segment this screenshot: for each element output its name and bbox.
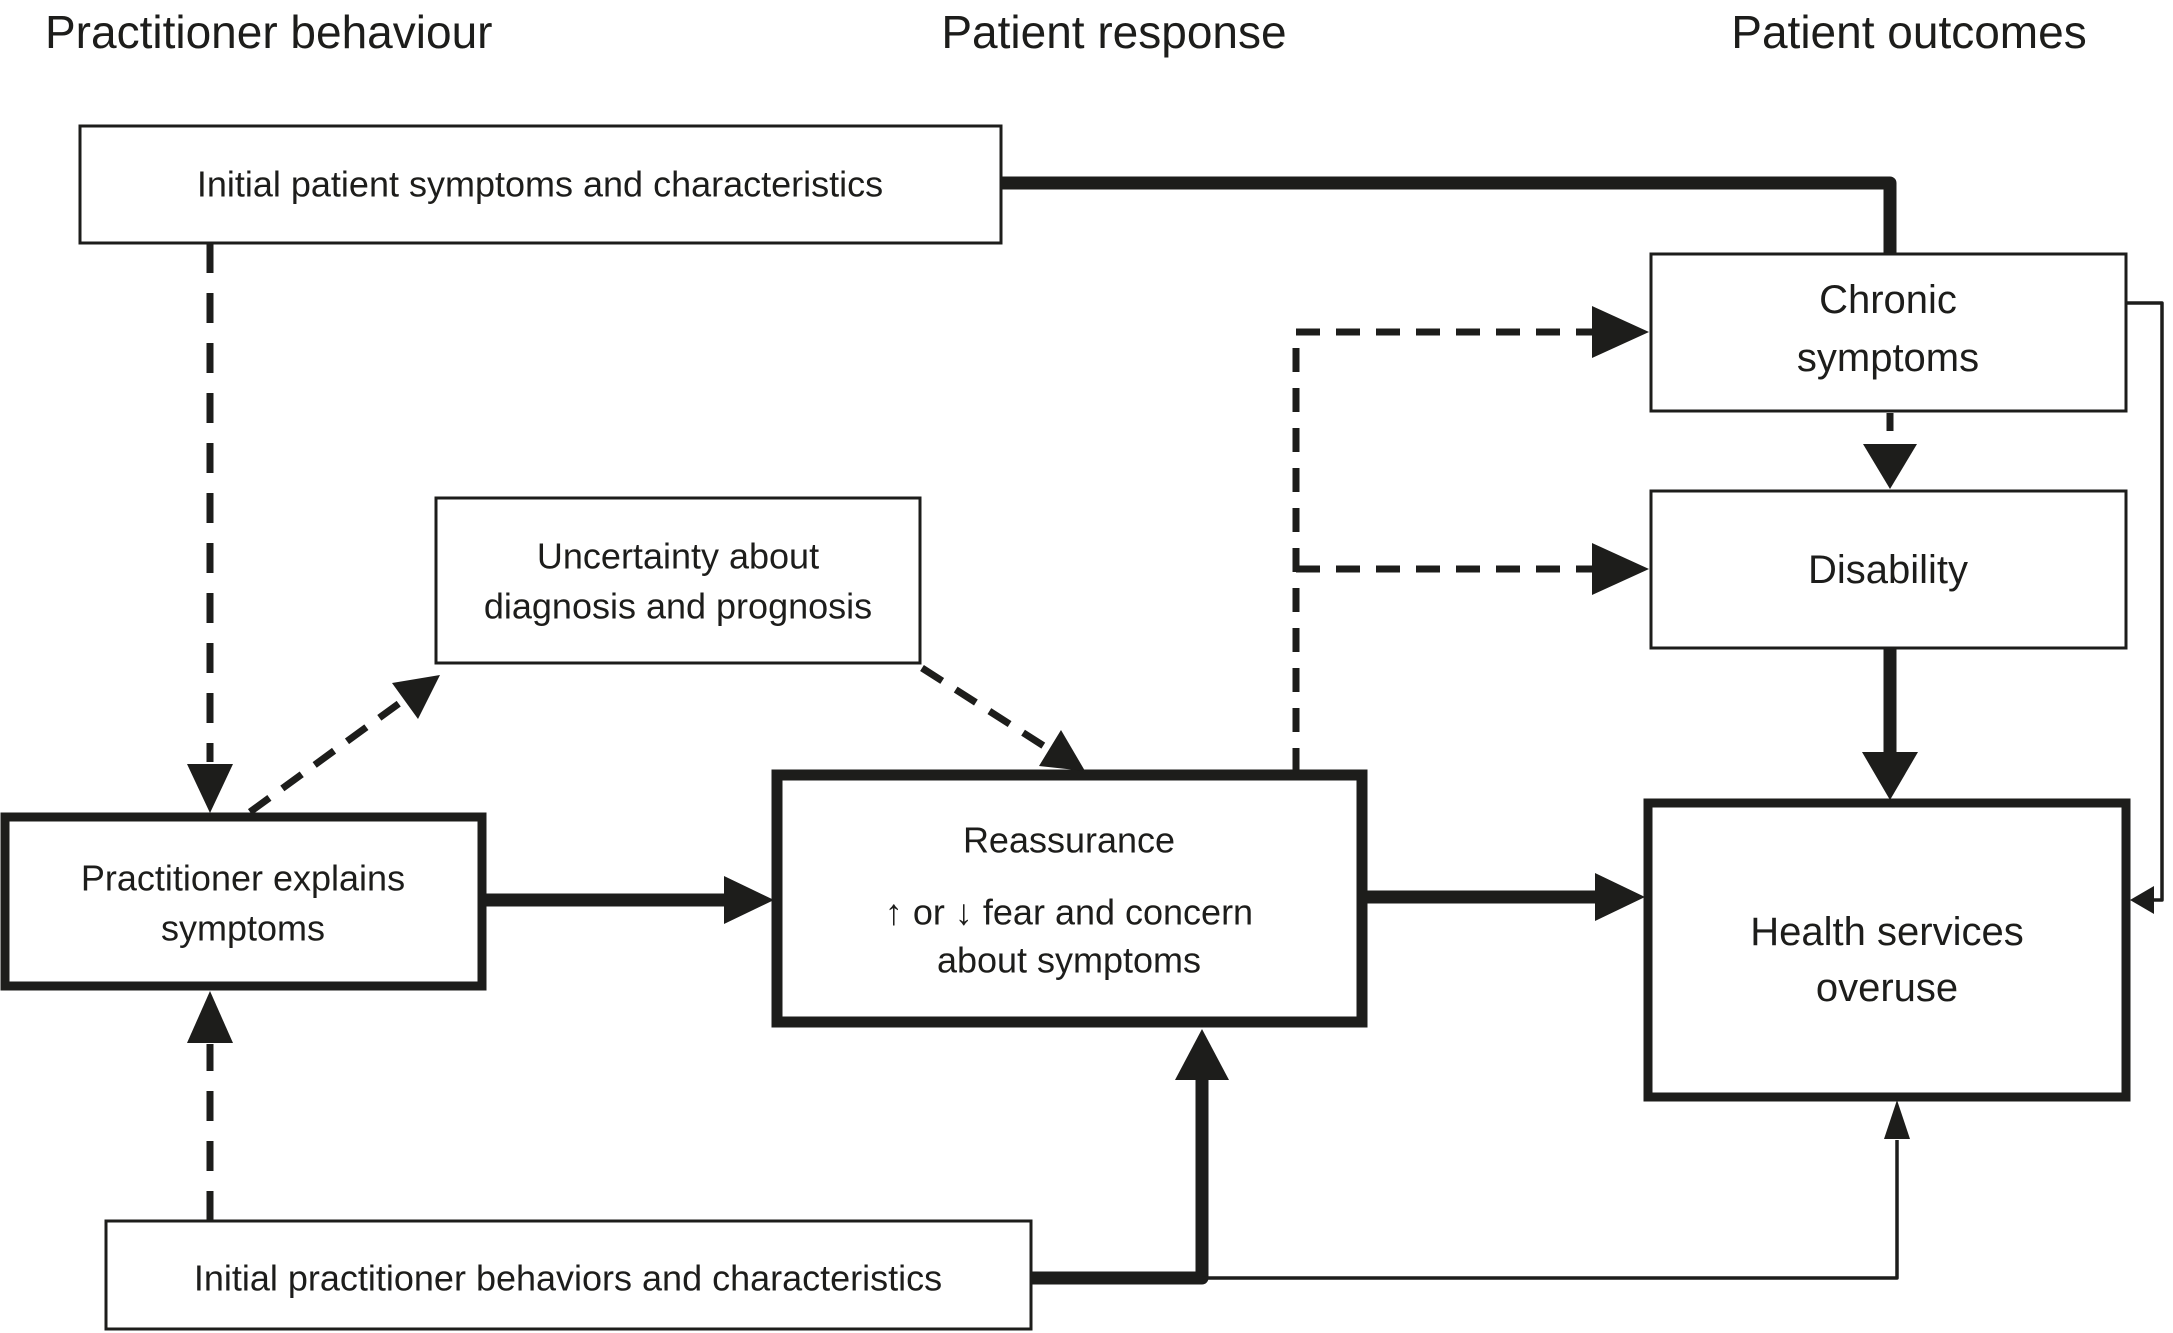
edge-practitioner-to-uncertainty-line — [247, 699, 404, 815]
node-label: Chronic — [1819, 278, 1957, 322]
column-header-patient-response: Patient response — [941, 6, 1286, 58]
column-header-patient-outcomes: Patient outcomes — [1731, 6, 2086, 58]
node-label: Practitioner explains — [81, 858, 405, 899]
node-box — [1643, 798, 2131, 1102]
edge-lines — [206, 176, 2164, 1285]
node-label: Reassurance — [963, 820, 1175, 861]
node-label: symptoms — [1797, 336, 1979, 380]
node-reassurance: Reassurance ↑ or ↓ fear and concern abou… — [771, 769, 1368, 1028]
node-box — [771, 769, 1368, 1028]
node-chronic-symptoms: Chronic symptoms — [1649, 252, 2128, 413]
edge-initial-practitioner-to-health-arrowhead — [1884, 1100, 1910, 1139]
node-box — [0, 812, 487, 991]
edge-practitioner-to-reassurance-arrowhead — [724, 876, 774, 924]
edge-uncertainty-to-reassurance-arrowhead — [1039, 730, 1085, 771]
node-uncertainty: Uncertainty about diagnosis and prognosi… — [434, 496, 922, 665]
edge-initial-practitioner-to-reassurance-arrowhead — [1175, 1029, 1229, 1080]
node-initial-patient-symptoms: Initial patient symptoms and characteris… — [78, 124, 1003, 245]
edge-initial-practitioner-to-reassurance-line — [1031, 1080, 1209, 1285]
edge-uncertainty-to-reassurance-line — [920, 665, 1049, 751]
node-label: about symptoms — [937, 940, 1201, 981]
node-label: Initial practitioner behaviors and chara… — [194, 1258, 942, 1299]
node-initial-practitioner-behaviors: Initial practitioner behaviors and chara… — [104, 1219, 1033, 1331]
edge-chronic-to-health-feedback-arrowhead — [2130, 886, 2154, 914]
node-label: overuse — [1816, 966, 1958, 1010]
node-box — [104, 1219, 1033, 1331]
column-header-practitioner-behaviour: Practitioner behaviour — [45, 6, 492, 58]
nodes: Initial patient symptoms and characteris… — [0, 124, 2131, 1331]
node-disability: Disability — [1649, 489, 2128, 650]
node-health-services-overuse: Health services overuse — [1643, 798, 2131, 1102]
edge-disability-to-health-arrowhead — [1862, 752, 1918, 800]
edge-initial-patient-to-practitioner-arrowhead — [187, 764, 233, 813]
edge-reassurance-to-disability-arrowhead — [1592, 543, 1649, 595]
node-label: Uncertainty about — [537, 536, 819, 577]
node-box — [78, 124, 1003, 245]
edge-reassurance-to-health-arrowhead — [1595, 873, 1645, 921]
node-box — [1649, 252, 2128, 413]
edge-initial-patient-to-chronic-line — [1001, 176, 1897, 256]
node-label: Health services — [1750, 910, 2023, 954]
node-label: ↑ or ↓ fear and concern — [885, 892, 1253, 933]
node-label: diagnosis and prognosis — [484, 586, 872, 627]
node-box — [1649, 489, 2128, 650]
node-label: Initial patient symptoms and characteris… — [197, 164, 883, 205]
edge-arrowheads — [187, 306, 2154, 1139]
edge-practitioner-to-uncertainty-arrowhead — [392, 675, 440, 719]
column-headers: Practitioner behaviour Patient response … — [45, 6, 2087, 58]
node-box — [434, 496, 922, 665]
edge-chronic-to-disability-arrowhead — [1863, 444, 1917, 489]
edge-reassurance-to-chronic-line — [1292, 328, 1592, 772]
edge-initial-practitioner-to-health-line — [1202, 1140, 1899, 1280]
node-practitioner-explains: Practitioner explains symptoms — [0, 812, 487, 991]
node-label: symptoms — [161, 908, 325, 949]
edge-chronic-to-health-feedback-line — [2126, 301, 2164, 902]
node-label: Disability — [1808, 548, 1968, 592]
edge-reassurance-to-chronic-arrowhead — [1592, 306, 1649, 358]
edge-initial-practitioner-to-practitioner-arrowhead — [187, 991, 233, 1043]
